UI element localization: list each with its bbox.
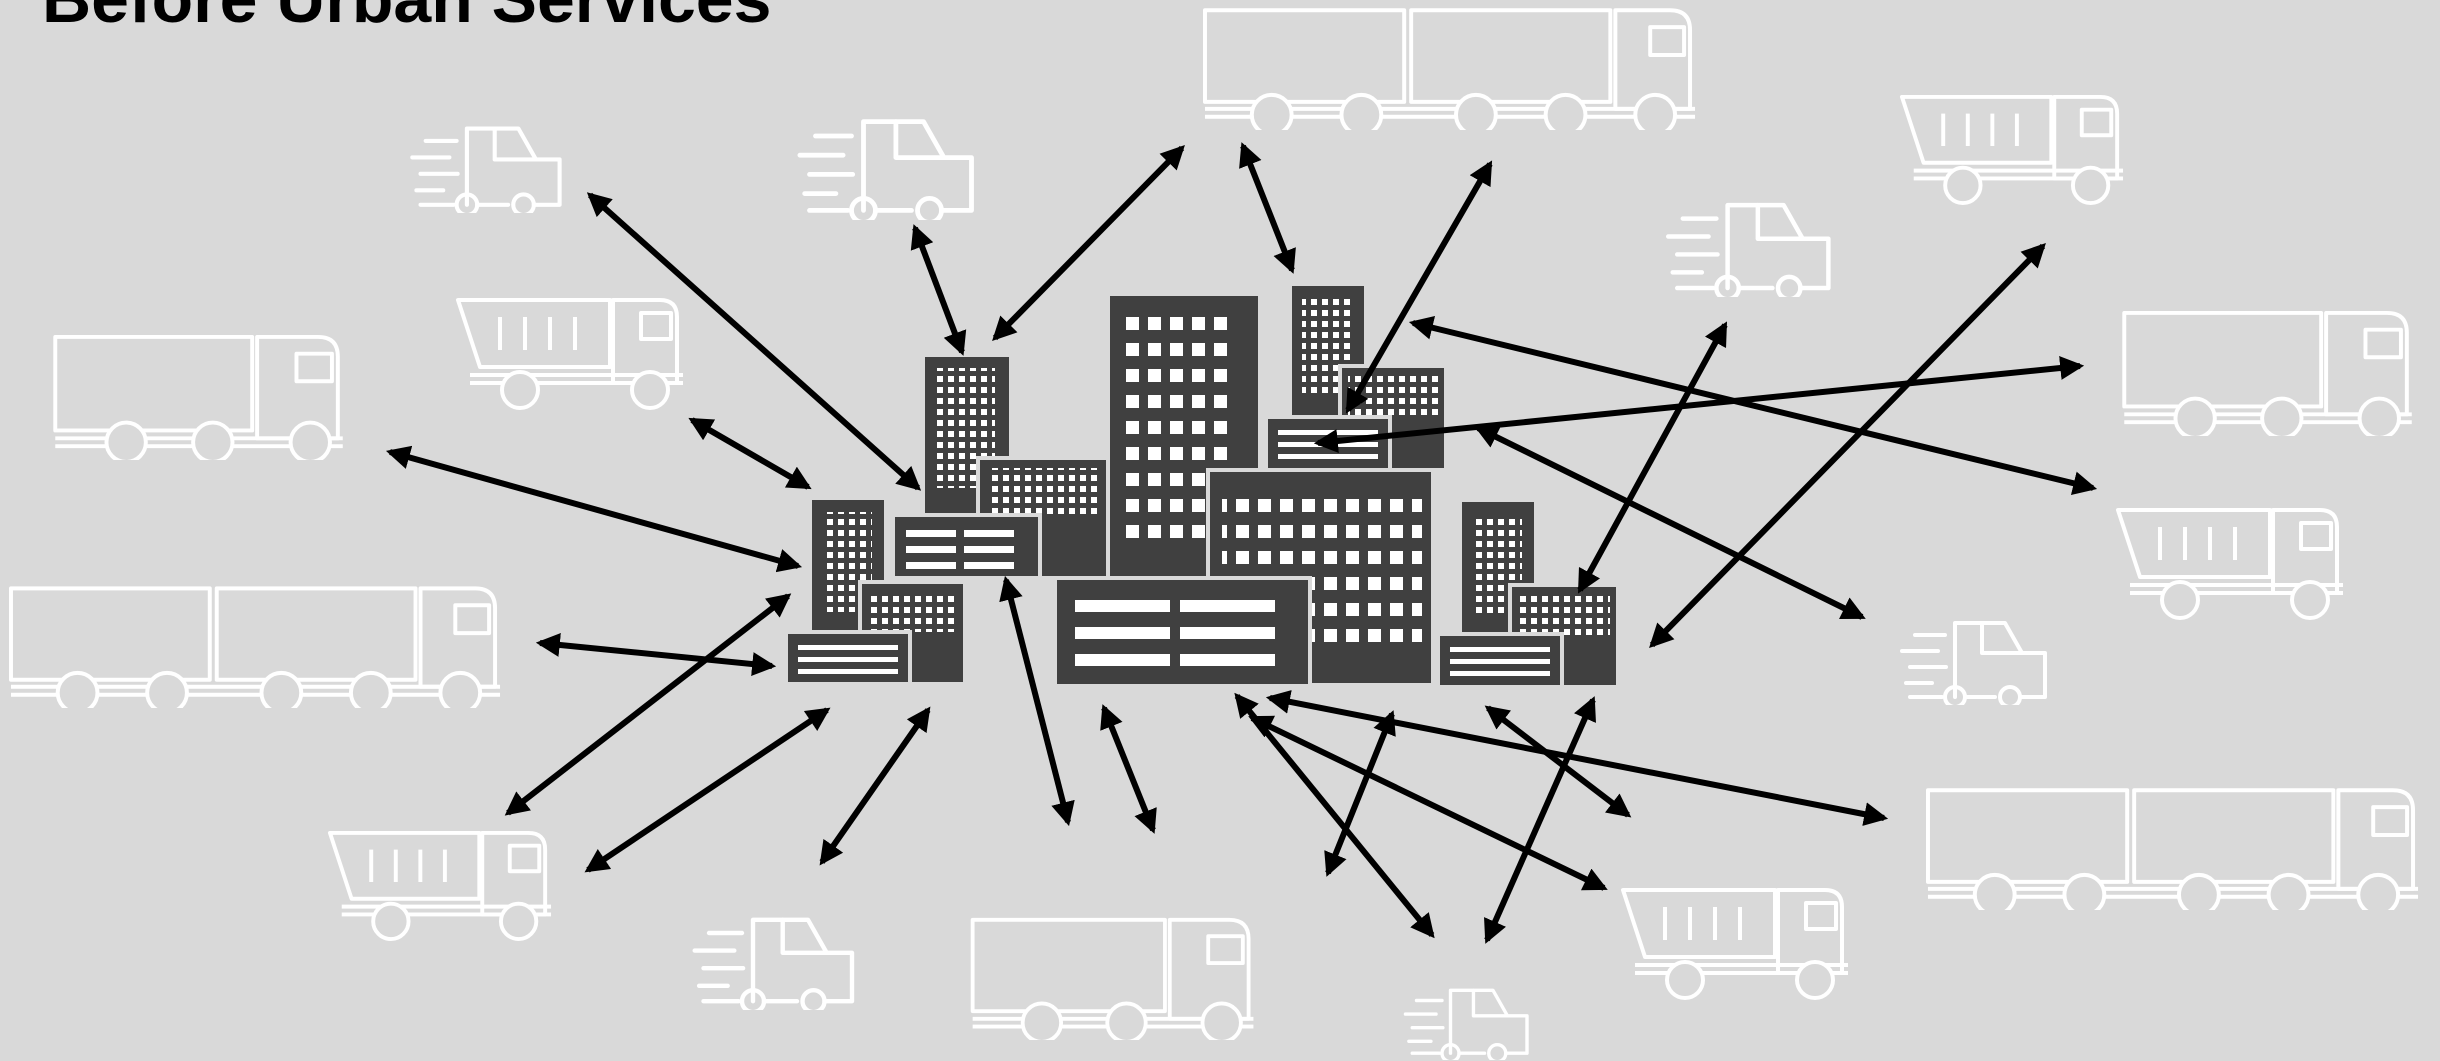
double-arrow xyxy=(1100,704,1157,834)
double-arrow xyxy=(586,192,922,491)
double-arrow xyxy=(385,445,803,573)
double-arrow xyxy=(504,593,792,816)
double-arrow xyxy=(992,145,1185,341)
dump-truck-icon xyxy=(1899,94,2126,205)
delivery-van-icon xyxy=(1900,621,2047,705)
double-arrow xyxy=(1239,142,1296,274)
double-arrow xyxy=(1248,715,1608,891)
delivery-van-icon xyxy=(1668,205,1828,299)
delivery-van-icon xyxy=(412,129,559,216)
box-truck-icon xyxy=(53,334,345,460)
delivery-van-icon xyxy=(1403,988,1529,1060)
double-arrow xyxy=(1408,316,2098,495)
double-arrow xyxy=(999,575,1075,827)
double-trailer-truck-icon xyxy=(1202,8,1698,130)
double-arrow xyxy=(910,224,967,356)
dump-truck-icon xyxy=(456,298,685,410)
double-trailer-truck-icon xyxy=(8,586,503,708)
double-arrow xyxy=(1324,710,1396,877)
double-arrow xyxy=(584,707,831,873)
city-buildings-icon xyxy=(784,286,1620,689)
double-trailer-truck-icon xyxy=(1925,788,2421,910)
box-truck-icon xyxy=(970,917,1256,1040)
double-arrow xyxy=(1649,243,2046,648)
double-arrow xyxy=(1484,696,1596,944)
dump-truck-icon xyxy=(1621,888,1850,1000)
dump-truck-icon xyxy=(327,830,554,941)
double-arrow xyxy=(1577,321,1728,594)
slide-title: Before Urban Services xyxy=(42,0,771,37)
dump-truck-icon xyxy=(2116,508,2345,620)
double-arrow xyxy=(1234,692,1435,939)
double-arrow xyxy=(535,633,777,676)
delivery-van-icon xyxy=(695,920,852,1012)
box-truck-icon xyxy=(2122,310,2414,436)
double-arrow xyxy=(1265,690,1889,826)
double-arrow xyxy=(819,706,931,866)
double-arrow xyxy=(688,417,812,490)
delivery-van-icon xyxy=(800,122,972,223)
